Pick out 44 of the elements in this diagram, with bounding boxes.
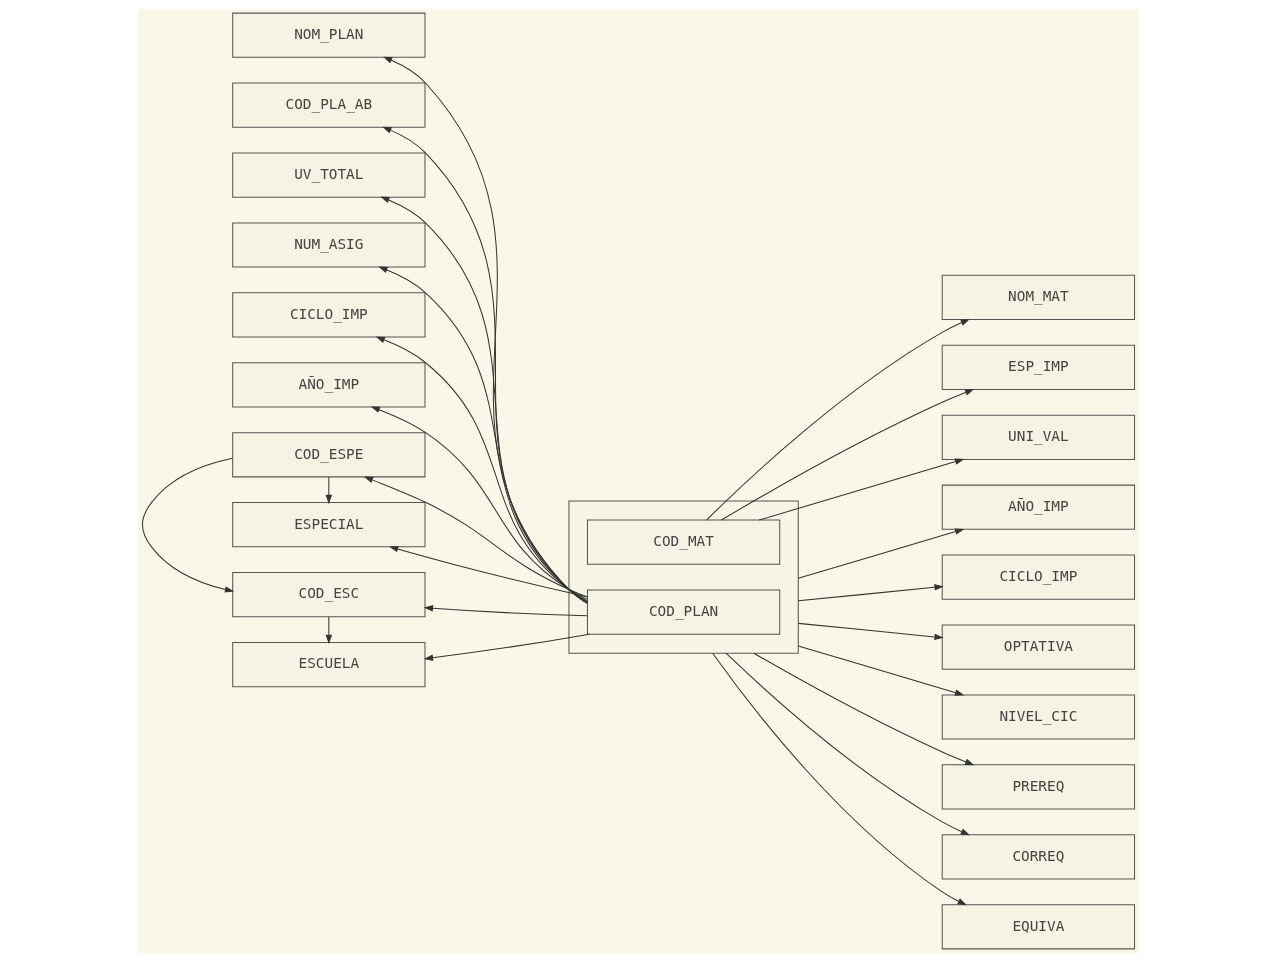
arrow [375,336,588,601]
arrow [720,388,975,521]
node-box: UNI_VAL [941,414,1136,460]
arrow [797,528,965,579]
arrow [423,633,590,661]
arrow [325,476,333,504]
arrow [797,644,965,696]
arrow [141,457,235,593]
node-box: CICLO_IMP [941,554,1136,600]
node-box: NUM_ASIG [232,221,426,268]
arrow [758,458,965,521]
arrow [797,583,944,601]
node-box: COD_PLAN [586,589,781,635]
node-box: UV_TOTAL [232,151,426,198]
node-box: NOM_MAT [941,274,1136,320]
node-box: ESP_IMP [941,344,1136,390]
node-box: AÑO_IMP [941,484,1136,530]
node-box: CORREQ [941,833,1136,879]
node-box: EQUIVA [941,903,1136,949]
arrow [389,545,588,597]
node-box: NIVEL_CIC [941,693,1136,740]
arrow [363,475,588,598]
cluster [568,500,799,654]
node-box: OPTATIVA [941,623,1136,670]
node-box: CICLO_IMP [232,291,426,338]
arrow [706,318,970,521]
node-box: PREREQ [941,763,1136,810]
node-box: ESCUELA [232,641,426,687]
node-box: COD_ESC [232,571,426,617]
arrow [325,616,333,644]
node-box: COD_MAT [586,519,781,565]
node-box: ESPECIAL [232,501,426,547]
node-box: COD_PLA_AB [232,82,426,128]
arrow [370,405,588,600]
arrow [378,266,588,602]
arrow [753,652,975,765]
arrow [423,604,588,616]
node-box: COD_ESPE [232,431,426,477]
arrow [712,652,967,905]
node-box: NOM_PLAN [232,12,426,58]
arrow [380,196,588,603]
arrow [797,622,944,640]
node-box: AÑO_IMP [232,361,426,407]
arrow [725,652,970,835]
